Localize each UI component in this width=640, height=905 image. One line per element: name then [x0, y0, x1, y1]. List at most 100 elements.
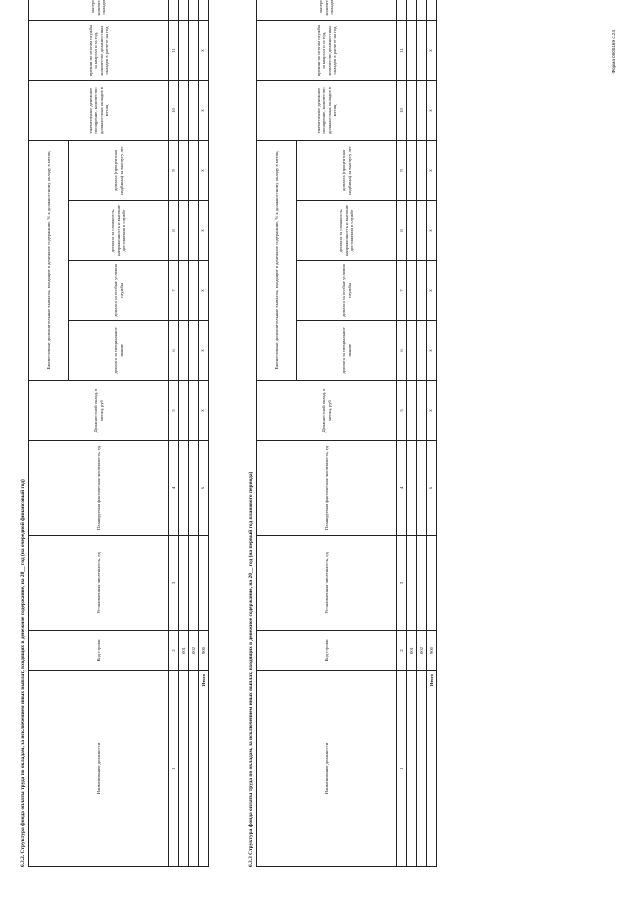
value-cell[interactable] — [416, 535, 427, 631]
row-code: 001 — [406, 630, 417, 671]
total-code: 900 — [198, 630, 209, 671]
col-number: 7 — [168, 260, 179, 321]
col-number: 10 — [396, 80, 407, 141]
value-cell[interactable] — [406, 260, 417, 321]
header-code: Код строки — [256, 630, 397, 671]
total-row: Итого 900 x x x x x x x x x — [198, 0, 209, 867]
header-salary: Должностной оклад, в месяц, руб — [28, 380, 169, 441]
value-cell[interactable] — [406, 380, 417, 441]
value-cell[interactable] — [178, 380, 189, 441]
position-cell[interactable] — [178, 670, 189, 867]
header-incentive: ежемесячное денежное поощрение, количест… — [28, 80, 169, 141]
col-number: 2 — [396, 630, 407, 671]
header-sub1: доплата за специальное звание — [68, 320, 169, 381]
value-cell[interactable] — [188, 380, 199, 441]
value-cell[interactable] — [416, 320, 427, 381]
value-cell[interactable] — [188, 535, 199, 631]
total-cell[interactable] — [198, 535, 209, 631]
total-label: Итого — [426, 670, 437, 867]
value-cell[interactable] — [406, 200, 417, 261]
col-number: 5 — [396, 380, 407, 441]
value-cell[interactable] — [188, 320, 199, 381]
col-number: 3 — [396, 535, 407, 631]
header-salary: Должностной оклад, в месяц, руб — [256, 380, 397, 441]
col-number: 6 — [168, 320, 179, 381]
value-cell[interactable] — [188, 260, 199, 321]
col-number: 1 — [396, 670, 407, 867]
col-number: 12 — [168, 0, 179, 21]
table-row: 001 x — [406, 0, 417, 867]
value-cell[interactable] — [188, 440, 199, 536]
table-row: 002 x — [188, 0, 199, 867]
value-cell[interactable] — [406, 320, 417, 381]
row-code: 002 — [188, 630, 199, 671]
cross-cell: x — [198, 380, 209, 441]
value-cell[interactable] — [188, 80, 199, 141]
header-planned: Планируемая фактическая численность, ед — [256, 440, 397, 536]
header-sub2: доплата за особые условия службы — [68, 260, 169, 321]
col-number: 5 — [168, 380, 179, 441]
header-sub3: доплата за сложность, напряженность и вы… — [68, 200, 169, 261]
cross-cell: x — [198, 200, 209, 261]
header-sub2: доплата за особые условия службы — [296, 260, 397, 321]
cross-cell: x — [426, 320, 437, 381]
header-sub3: доплата за сложность, напряженность и вы… — [296, 200, 397, 261]
value-cell[interactable] — [416, 440, 427, 536]
header-monthly-group: Ежемесячные дополнительные выплаты, вход… — [28, 140, 69, 381]
cross-cell: x — [198, 80, 209, 141]
value-cell[interactable] — [188, 140, 199, 201]
value-cell[interactable] — [178, 535, 189, 631]
value-cell[interactable] — [406, 80, 417, 141]
total-row: Итого 900 x x x x x x x x x — [426, 0, 437, 867]
cross-cell: x — [198, 320, 209, 381]
col-number: 11 — [168, 20, 179, 81]
cross-cell: x — [426, 140, 437, 201]
header-sub4: доплата (процентная надбавка) за выслугу… — [68, 140, 169, 201]
value-cell[interactable] — [406, 535, 417, 631]
value-cell[interactable] — [188, 200, 199, 261]
value-cell[interactable] — [416, 260, 427, 321]
value-cell[interactable] — [416, 140, 427, 201]
value-cell[interactable] — [178, 140, 189, 201]
cross-cell: x — [426, 380, 437, 441]
cross-cell: x — [426, 260, 437, 321]
cross-cell: x — [426, 80, 437, 141]
position-cell[interactable] — [188, 670, 199, 867]
col-number: 10 — [168, 80, 179, 141]
position-cell[interactable] — [406, 670, 417, 867]
position-cell[interactable] — [416, 670, 427, 867]
value-cell[interactable] — [416, 200, 427, 261]
value-cell[interactable] — [178, 80, 189, 141]
cross-cell: x — [426, 440, 437, 536]
col-number: 11 — [396, 20, 407, 81]
total-cell[interactable] — [426, 535, 437, 631]
header-established: Установленная численность, ед — [28, 535, 169, 631]
value-cell[interactable] — [416, 80, 427, 141]
value-cell[interactable] — [406, 20, 417, 81]
cross-cell: x — [198, 260, 209, 321]
value-cell[interactable] — [178, 200, 189, 261]
table-row: 002 x — [416, 0, 427, 867]
col-number: 8 — [396, 200, 407, 261]
value-cell[interactable] — [416, 20, 427, 81]
value-cell[interactable] — [178, 20, 189, 81]
cross-cell: x — [426, 200, 437, 261]
value-cell[interactable] — [406, 440, 417, 536]
value-cell[interactable] — [188, 20, 199, 81]
header-aid: материальная помощь, количество должност… — [256, 0, 397, 21]
table-633: Наименование должности Код строки Устано… — [256, 0, 437, 867]
header-position: Наименование должности — [256, 670, 397, 867]
value-cell[interactable] — [406, 140, 417, 201]
cross-cell: x — [188, 0, 199, 21]
header-monthly-group: Ежемесячные дополнительные выплаты, вход… — [256, 140, 297, 381]
value-cell[interactable] — [178, 320, 189, 381]
col-number: 2 — [168, 630, 179, 671]
table-632: Наименование должности Код строки Устано… — [28, 0, 209, 867]
table-row: 001 x — [178, 0, 189, 867]
value-cell[interactable] — [178, 260, 189, 321]
cross-cell: x — [198, 20, 209, 81]
value-cell[interactable] — [416, 380, 427, 441]
col-number: 1 — [168, 670, 179, 867]
value-cell[interactable] — [178, 440, 189, 536]
header-bonus: премии по итогам службы за квартал и за … — [256, 20, 397, 81]
